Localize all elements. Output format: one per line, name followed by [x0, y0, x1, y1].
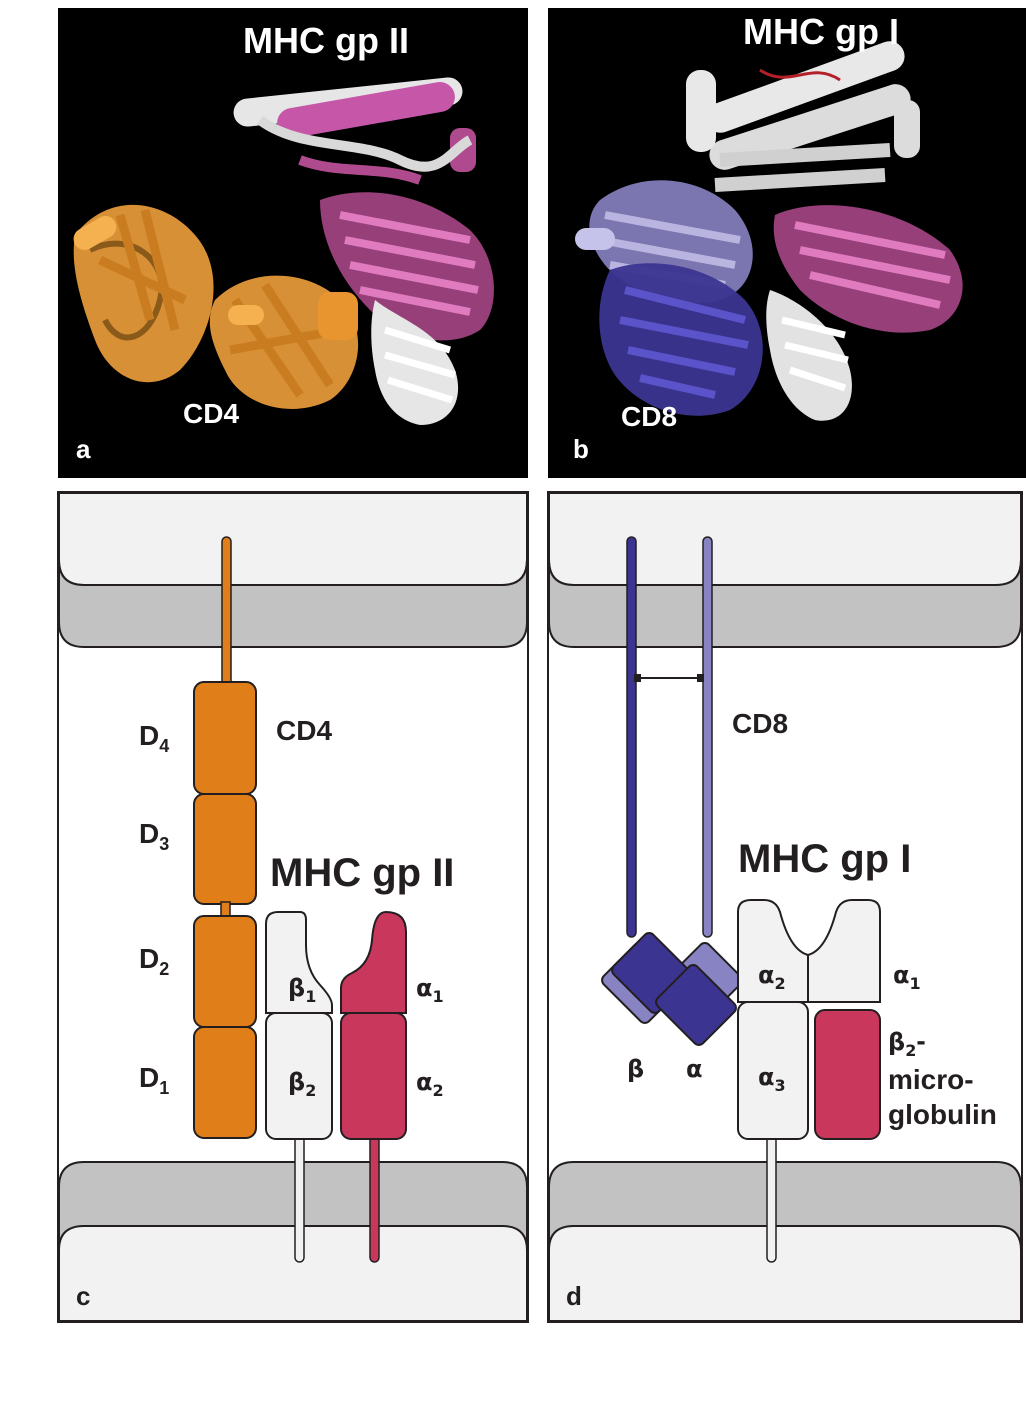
panel-c-cd4-label: CD4 [276, 715, 332, 746]
label-alpha2-d: α2 [758, 961, 786, 993]
mhc1-peptide-groove [737, 899, 881, 1003]
mhc1-alpha3-domain [737, 1001, 809, 1140]
label-d2: D2 [139, 943, 169, 979]
cd4-domain-d1 [193, 1026, 257, 1139]
label-alpha1-d: α1 [893, 961, 921, 993]
mhc2-alpha-transmembrane [369, 1129, 380, 1263]
cd4-domain-d4 [193, 681, 257, 795]
mhc2-beta1-domain [265, 911, 333, 1014]
panel-c-top-cell-membrane [58, 492, 528, 648]
panel-b-letter: b [573, 434, 589, 464]
cd4-schematic [193, 536, 257, 1139]
label-alpha1-c: α1 [416, 974, 444, 1006]
panel-d-cd8-label: CD8 [732, 708, 788, 739]
panel-d-top-cell-membrane [548, 492, 1022, 648]
mhc2-alpha2-domain [340, 1012, 407, 1140]
cd8-bond-end-right [697, 674, 704, 682]
cd4-ribbon-structure [73, 204, 359, 409]
label-d4: D4 [139, 720, 169, 756]
mhc1-schematic [737, 899, 881, 1263]
panel-d-mhc1-label: MHC gp I [738, 837, 911, 881]
label-cd8-alpha: α [686, 1055, 703, 1083]
panel-c: D4 D3 D2 D1 CD4 MHC gp II β1 β2 α1 α2 c [57, 491, 529, 1323]
mhc2-ribbon-structure [233, 77, 494, 425]
cd4-transmembrane-stalk [221, 536, 232, 698]
cd8-schematic [601, 536, 743, 1046]
cd8-beta-stalk [626, 536, 637, 938]
label-cd8-beta: β [627, 1055, 644, 1083]
panel-a-letter: a [76, 434, 91, 464]
label-b2m-line1: β2- [888, 1025, 926, 1060]
mhc2-alpha-chain [340, 910, 407, 1263]
panel-a-title: MHC gp II [243, 20, 409, 61]
label-beta1: β1 [288, 974, 316, 1006]
panel-a: MHC gp II CD4 a [58, 8, 528, 478]
panel-d-letter: d [566, 1281, 582, 1311]
mhc2-beta2-domain [265, 1012, 333, 1140]
panel-b-title: MHC gp I [743, 11, 899, 52]
cd8-alpha-domain [655, 964, 737, 1046]
panel-b-cd8-label: CD8 [621, 401, 677, 432]
panel-b: MHC gp I CD8 b [548, 8, 1026, 478]
cd8-bond-end-left [634, 674, 641, 682]
label-d3: D3 [139, 818, 169, 854]
cd8-alpha-stalk [702, 536, 713, 938]
mhc2-alpha1-domain [340, 910, 407, 1014]
label-alpha2-c: α2 [416, 1068, 444, 1100]
mhc2-beta-transmembrane [294, 1129, 305, 1263]
label-beta2: β2 [288, 1068, 316, 1100]
label-b2m-line2: micro- [888, 1064, 974, 1095]
cd4-domain-d3 [193, 793, 257, 905]
mhc1-ribbon-structure [686, 41, 963, 421]
beta2-microglobulin-domain [814, 1009, 881, 1140]
panel-c-mhc2-label: MHC gp II [270, 851, 454, 895]
mhc1-transmembrane [766, 1129, 777, 1263]
panel-a-cd4-label: CD4 [183, 398, 239, 429]
cd4-domain-d2 [193, 915, 257, 1028]
panel-c-bottom-cell-membrane [58, 1161, 528, 1322]
cd8-ribbon-structure [575, 180, 763, 416]
label-alpha3: α3 [758, 1063, 786, 1095]
panel-c-letter: c [76, 1281, 90, 1311]
label-b2m-line3: globulin [888, 1099, 997, 1130]
mhc2-beta-chain [265, 911, 333, 1263]
label-d1: D1 [139, 1062, 169, 1098]
panel-d-bottom-cell-membrane [548, 1161, 1022, 1322]
panel-d: CD8 MHC gp I β α α2 α1 α3 β2- micro- glo… [547, 491, 1023, 1323]
